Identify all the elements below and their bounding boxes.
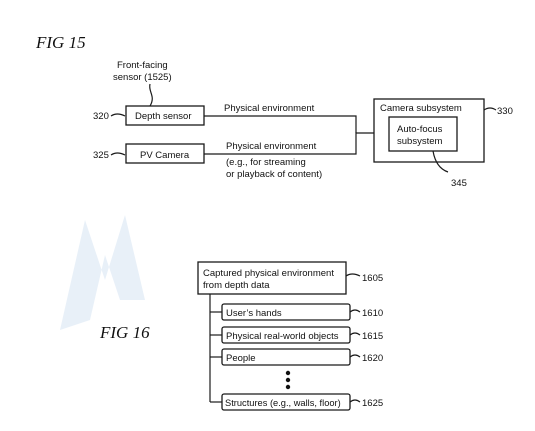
camera-subsystem-ref: 330 [497,106,513,117]
ellipsis-dot-2 [285,377,291,383]
item-label-physical-objects: Physical real-world objects [226,331,339,342]
depth-sensor-ref: 320 [93,111,109,122]
physical-environment-note-line1: (e.g., for streaming [226,157,306,168]
physical-environment-note-line2: or playback of content) [226,169,322,180]
item-ref-leader-2 [349,332,361,336]
camera-subsystem-label: Camera subsystem [380,103,462,114]
front-sensor-label-line2: sensor (1525) [113,72,172,83]
pv-camera-ref: 325 [93,150,109,161]
item-ref-leader-1 [349,309,361,313]
item-ref-leader-4 [349,399,361,403]
item-ref-people: 1620 [362,353,383,364]
item-label-users-hands: User’s hands [226,308,282,319]
camera-subsystem-ref-leader [483,107,497,111]
watermark-logo [60,215,145,330]
root-ref-leader [345,273,361,277]
item-label-structures: Structures (e.g., walls, floor) [225,398,341,408]
item-ref-physical-objects: 1615 [362,331,383,342]
pv-camera-ref-leader [110,152,126,156]
front-sensor-leader [149,83,153,107]
autofocus-ref: 345 [451,178,467,189]
depth-sensor-ref-leader [110,113,126,117]
root-captured-environment-box [197,261,347,295]
pv-camera-label: PV Camera [140,150,190,161]
item-label-people: People [226,353,256,364]
front-sensor-label-line1: Front-facing [117,60,168,71]
watermark-mark [60,215,145,330]
autofocus-label-line2: subsystem [397,136,442,147]
pv-to-camera-connector [204,132,380,155]
item-ref-structures: 1625 [362,398,383,409]
root-ref: 1605 [362,273,383,284]
autofocus-ref-leader [432,150,449,173]
physical-environment-label-1: Physical environment [224,103,315,114]
ellipsis-dot-3 [285,384,291,390]
ellipsis-dot-1 [285,370,291,376]
item-ref-leader-3 [349,354,361,358]
fig15-title: FIG 15 [35,33,86,52]
physical-environment-label-2: Physical environment [226,141,317,152]
depth-to-camera-connector [204,115,357,133]
root-label-line2: from depth data [203,280,270,291]
root-label-line1: Captured physical environment [203,268,334,279]
autofocus-subsystem-box [388,116,458,152]
fig16-title: FIG 16 [99,323,150,342]
autofocus-label-line1: Auto-focus [397,124,443,135]
item-ref-users-hands: 1610 [362,308,383,319]
depth-sensor-label: Depth sensor [135,111,192,122]
